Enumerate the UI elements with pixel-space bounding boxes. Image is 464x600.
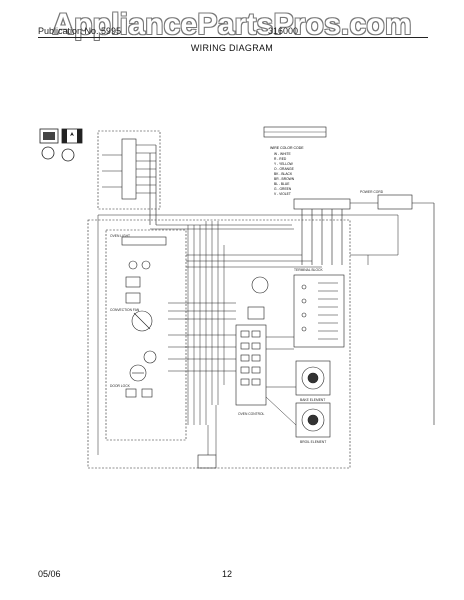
wire-color-code: WIRE COLOR CODE W - WHITE R - RED Y - YE… xyxy=(263,126,327,196)
certification-marks xyxy=(39,128,83,162)
wire-code-entry: BK - BLACK xyxy=(274,172,293,176)
revision-date: 05/06 xyxy=(38,569,61,579)
bake-element-label: BAKE ELEMENT xyxy=(300,398,325,402)
wire-code-entry: O - ORANGE xyxy=(274,167,295,171)
wire-code-entry: G - GREEN xyxy=(274,187,292,191)
header-rule xyxy=(38,37,428,38)
bake-broil-elements xyxy=(295,360,331,438)
wiring-harness xyxy=(97,214,399,455)
wire-code-entry: Y - YELLOW xyxy=(274,162,294,166)
watermark: AppliancePartsPros.com xyxy=(52,8,412,41)
wire-code-entry: BL - BLUE xyxy=(274,182,290,186)
model-number: 316000 xyxy=(268,26,299,36)
oven-control-board xyxy=(235,276,269,406)
page-number: 12 xyxy=(222,569,233,579)
terminal-block xyxy=(293,274,345,348)
publication-number: Publication No. 5995 xyxy=(38,26,122,36)
oven-control-label: OVEN CONTROL xyxy=(238,412,265,416)
wire-code-entry: W - WHITE xyxy=(274,152,291,156)
door-lock-label: DOOR LOCK xyxy=(110,384,131,388)
broil-element-label: BROIL ELEMENT xyxy=(300,440,326,444)
wire-code-entry: R - RED xyxy=(274,157,287,161)
wire-code-entry: V - VIOLET xyxy=(274,192,291,196)
terminal-block-label: TERMINAL BLOCK xyxy=(294,268,323,272)
wire-code-entry: BR - BROWN xyxy=(274,177,295,181)
power-cord-label: POWER CORD xyxy=(360,190,384,194)
oven-light-label: OVEN LIGHT xyxy=(110,234,130,238)
diagram-labels: POWER CORD OVEN LIGHT CONVECTION FAN OVE… xyxy=(110,190,384,444)
wire-color-code-title: WIRE COLOR CODE xyxy=(270,146,304,150)
main-control-housing xyxy=(87,219,351,469)
convection-fan-label: CONVECTION FAN xyxy=(110,308,140,312)
wiring-diagram: WIRE COLOR CODE W - WHITE R - RED Y - YE… xyxy=(39,126,435,469)
power-cord-block xyxy=(293,194,435,425)
top-switch-panel xyxy=(97,130,161,225)
page-title: WIRING DIAGRAM xyxy=(190,43,274,53)
